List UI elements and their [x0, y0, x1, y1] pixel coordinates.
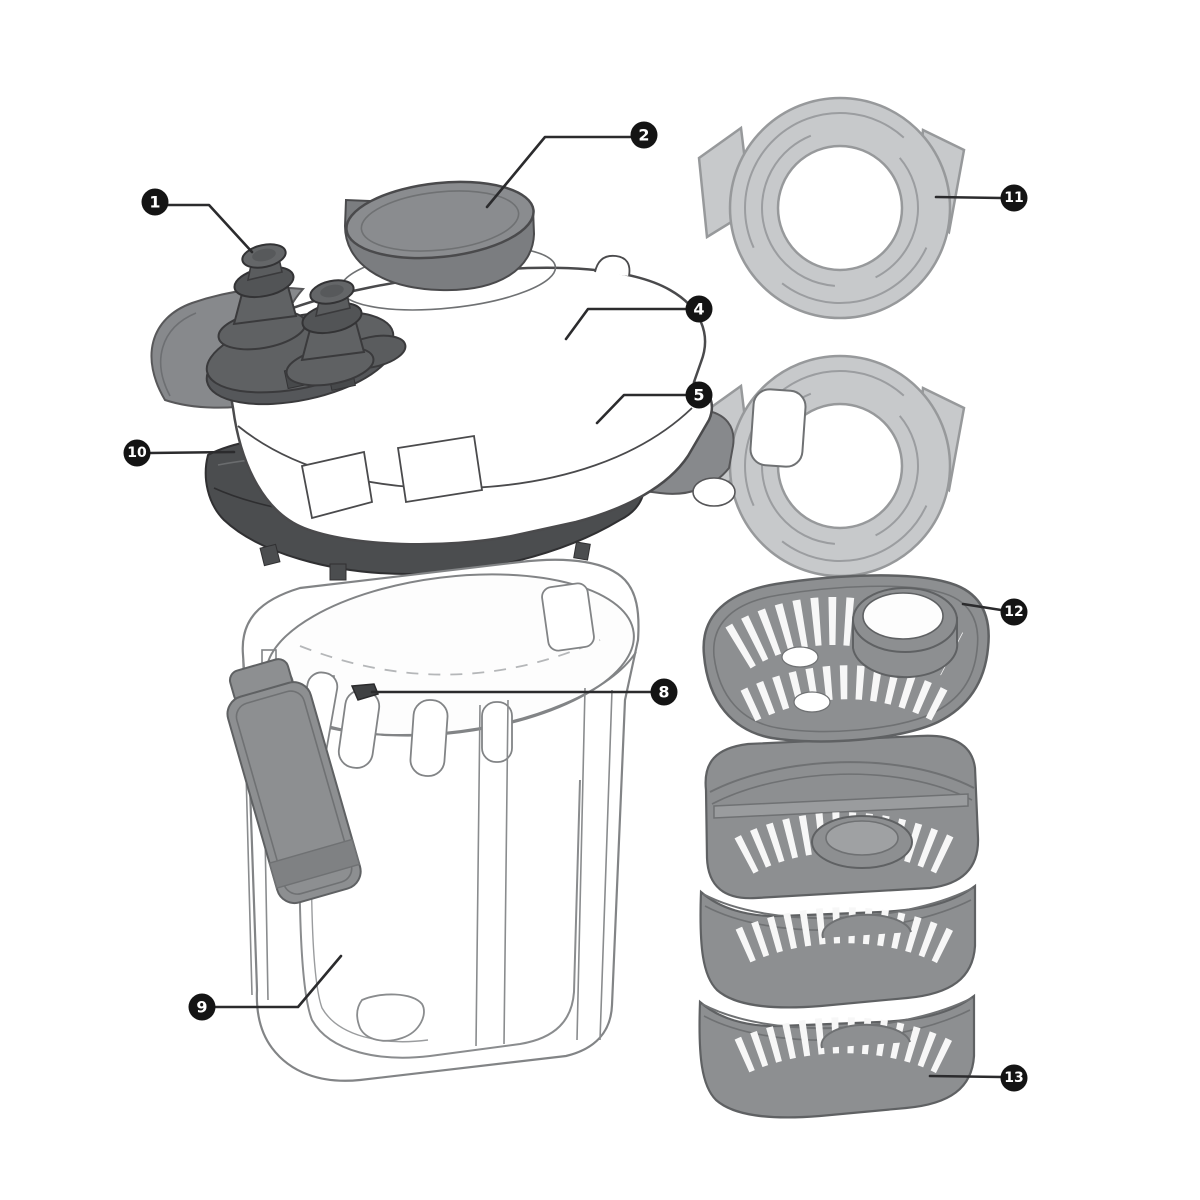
callout-4-motor-head: 4 [564, 295, 713, 341]
lid-collar [852, 587, 959, 679]
callout-13-media-basket: 13 [928, 1064, 1028, 1092]
callout-8-rim-clip: 8 [370, 678, 678, 706]
callout-1-hose-connector-valve: 1 [141, 188, 254, 254]
canister-latch [226, 658, 362, 905]
callout-leader-line [928, 1074, 1003, 1079]
callout-leader-line [213, 954, 343, 1009]
callout-leader-line [485, 135, 633, 209]
callout-number: 8 [658, 683, 669, 702]
callout-leader-line [564, 307, 688, 341]
callout-leader-line [148, 450, 236, 455]
media-basket-1 [704, 734, 980, 900]
callout-bubble [141, 188, 169, 216]
callout-number: 5 [693, 386, 704, 405]
canister-assembly [226, 558, 640, 1082]
media-basket-3 [698, 993, 976, 1119]
callout-9-canister-body: 9 [188, 954, 343, 1021]
outlet-valve [285, 279, 407, 387]
callout-leader-line [934, 195, 1003, 200]
media-basket-2 [699, 883, 977, 1009]
callout-bubble [685, 381, 713, 409]
callout-number: 4 [693, 300, 704, 319]
callout-bubble [123, 439, 151, 467]
callout-number: 10 [127, 445, 147, 461]
callout-2-pump-head-cover: 2 [485, 121, 658, 209]
callout-10-lid-seal-ring: 10 [123, 439, 236, 467]
hose-coil-bottom [697, 338, 968, 594]
callout-leader-line [165, 203, 254, 254]
pump-head-cover [343, 180, 536, 292]
callout-12-filter-tray-lid: 12 [961, 598, 1028, 626]
hose-connector-valves [205, 243, 407, 406]
inlet-valve [217, 243, 307, 351]
callout-leader-line [961, 602, 1003, 612]
hose-coil-top [697, 80, 968, 336]
filter-tray-lid [702, 574, 990, 743]
callout-bubble [630, 121, 658, 149]
callout-bubble [1000, 184, 1028, 212]
foot-cutout [356, 993, 425, 1042]
callout-number: 2 [638, 126, 649, 145]
callout-number: 9 [196, 998, 207, 1017]
callout-number: 13 [1004, 1070, 1023, 1086]
callout-bubble [1000, 1064, 1028, 1092]
callout-bubble [188, 993, 216, 1021]
callout-number: 12 [1004, 604, 1023, 620]
callout-leader-line [595, 393, 688, 425]
callout-5-locking-handle: 5 [595, 381, 713, 425]
handle-bracket [749, 388, 807, 468]
callout-11-hose-coil: 11 [934, 184, 1028, 212]
callout-bubble [1000, 598, 1028, 626]
media-basket-stack [698, 734, 980, 1119]
callout-number: 11 [1004, 190, 1023, 206]
filter-head-assembly [150, 180, 807, 585]
callout-bubble [650, 678, 678, 706]
callout-number: 1 [149, 193, 160, 212]
rim-clip [350, 683, 380, 701]
callout-bubble [685, 295, 713, 323]
